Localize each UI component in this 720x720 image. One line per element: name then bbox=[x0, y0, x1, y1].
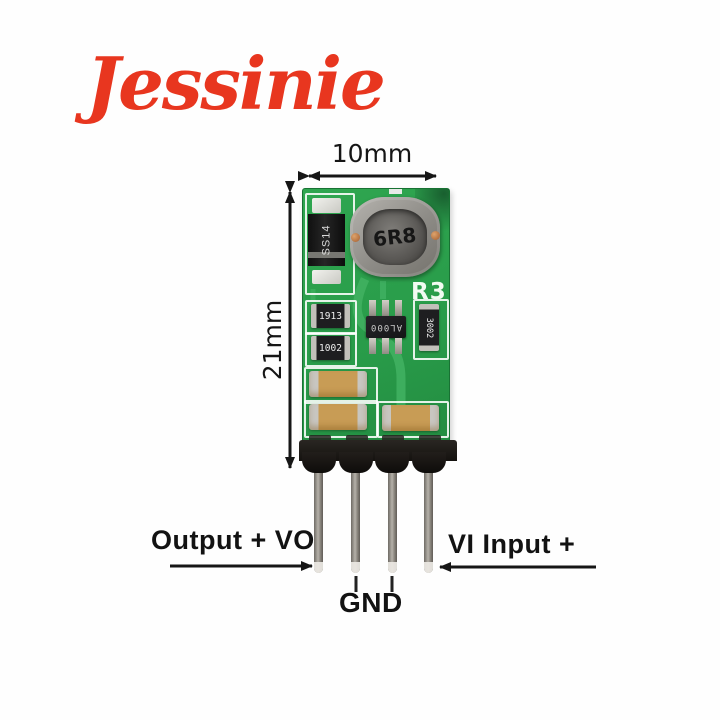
solder-pad bbox=[346, 435, 368, 444]
solder-pad bbox=[419, 435, 441, 444]
input-pin-label: VI Input + bbox=[448, 529, 576, 559]
solder-joint bbox=[351, 233, 360, 242]
silkscreen-resistor-outline bbox=[305, 300, 357, 335]
solder-pad bbox=[312, 198, 341, 213]
silkscreen-resistor-outline bbox=[305, 332, 357, 367]
diode-ss14: SS14 bbox=[308, 214, 345, 266]
silkscreen-capacitor-outline bbox=[304, 367, 378, 404]
pin-header-segment bbox=[302, 452, 336, 473]
pin-header-segment bbox=[412, 452, 446, 473]
inductor-marking: 6R8 bbox=[372, 222, 418, 252]
height-dimension-label: 21mm bbox=[258, 299, 287, 381]
ceramic-capacitor bbox=[309, 371, 367, 397]
ic-pin bbox=[382, 300, 389, 316]
ceramic-capacitor bbox=[382, 405, 439, 431]
solder-pad bbox=[382, 435, 404, 444]
ic-pin bbox=[382, 338, 389, 354]
ic-marking: AL000 bbox=[369, 322, 403, 332]
pin-tip bbox=[424, 562, 433, 573]
silkscreen-capacitor-outline bbox=[377, 401, 449, 438]
resistor-marking: 1002 bbox=[319, 342, 342, 354]
header-pin-2-gnd bbox=[351, 452, 360, 573]
diode-cathode-band bbox=[308, 252, 345, 258]
pin-tip bbox=[314, 562, 323, 573]
pin-tip bbox=[388, 562, 397, 573]
power-inductor: 6R8 bbox=[350, 197, 440, 277]
ic-pin bbox=[395, 300, 402, 316]
ground-pin-label: GND bbox=[339, 587, 403, 618]
pin-header-segment bbox=[339, 452, 373, 473]
resistor-1913: 1913 bbox=[311, 304, 350, 328]
diode-marking: SS14 bbox=[320, 224, 333, 256]
output-pin-label: Output + VO bbox=[151, 525, 315, 555]
solder-pad bbox=[309, 435, 331, 444]
resistor-3002: 3002 bbox=[419, 304, 439, 351]
solder-pad bbox=[312, 270, 341, 284]
silkscreen-mark bbox=[389, 189, 402, 194]
header-pin-1-output bbox=[314, 452, 323, 573]
ic-pin bbox=[395, 338, 402, 354]
solder-joint bbox=[431, 231, 440, 240]
pin-header-segment bbox=[375, 452, 409, 473]
ic-pin bbox=[369, 338, 376, 354]
header-pin-4-input bbox=[424, 452, 433, 573]
ic-pin bbox=[369, 300, 376, 316]
inductor-core: 6R8 bbox=[363, 209, 427, 265]
silkscreen-resistor-outline bbox=[413, 299, 449, 360]
resistor-1002: 1002 bbox=[311, 336, 350, 360]
header-pin-3-gnd bbox=[388, 452, 397, 573]
resistor-marking: 1913 bbox=[319, 310, 342, 322]
brand-logo: Jessinie bbox=[86, 41, 386, 126]
regulator-ic: AL000 bbox=[366, 316, 406, 338]
ceramic-capacitor bbox=[309, 404, 367, 430]
pcb-board: SS14 6R8 R3 1913 1002 AL000 bbox=[302, 188, 450, 445]
resistor-marking: 3002 bbox=[424, 317, 435, 338]
width-dimension-label: 10mm bbox=[331, 139, 413, 168]
pin-tip bbox=[351, 562, 360, 573]
